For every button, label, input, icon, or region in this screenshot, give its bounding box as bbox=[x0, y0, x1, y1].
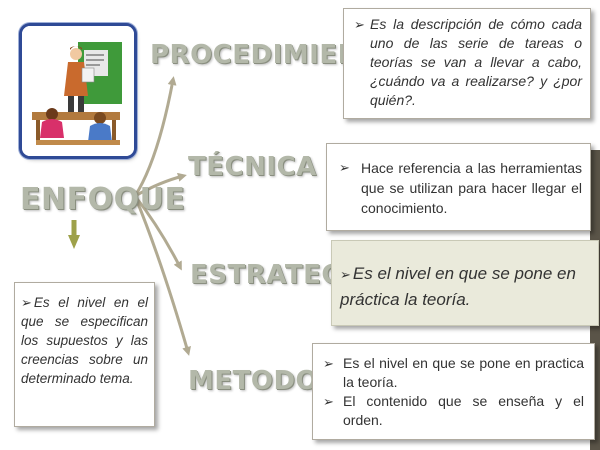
enfoque-description-box: ➢Es el nivel en el que se especifican lo… bbox=[14, 282, 155, 427]
procedimiento-bullet-row: ➢ Es la descripción de cómo cada uno de … bbox=[354, 15, 582, 110]
procedimiento-text: Es la descripción de cómo cada uno de la… bbox=[370, 16, 582, 108]
arrow-to-procedimiento bbox=[133, 76, 177, 197]
arrow-bullet-icon: ➢ bbox=[339, 160, 350, 175]
teacher-classroom-picture bbox=[22, 26, 134, 156]
estrategia-description-box: ➢Es el nivel en que se pone en práctica … bbox=[331, 240, 599, 326]
tecnica-description-box: ➢ Hace referencia a las herramientas que… bbox=[326, 143, 591, 231]
teacher-classroom-illustration-icon bbox=[22, 26, 134, 156]
arrow-to-estrategia bbox=[133, 195, 182, 271]
metodo-description-box: ➢ Es el nivel en que se pone en practica… bbox=[312, 343, 595, 440]
right-edge-strip bbox=[590, 0, 600, 450]
heading-tecnica: TÉCNICA bbox=[188, 152, 317, 182]
metodo-item-1: ➢ Es el nivel en que se pone en practica… bbox=[323, 354, 584, 392]
metodo-text-2: El contenido que se enseña y el orden. bbox=[343, 393, 584, 428]
arrow-bullet-icon: ➢ bbox=[340, 267, 351, 282]
arrow-bullet-icon: ➢ bbox=[21, 295, 32, 310]
heading-metodo: METODO bbox=[188, 366, 319, 396]
tecnica-text: Hace referencia a las herramientas que s… bbox=[361, 160, 582, 216]
arrow-bullet-icon: ➢ bbox=[354, 17, 365, 32]
arrow-to-tecnica bbox=[134, 172, 187, 198]
arrow-to-metodo bbox=[133, 195, 191, 356]
tecnica-bullet-row: ➢ Hace referencia a las herramientas que… bbox=[339, 158, 582, 218]
estrategia-paragraph: ➢Es el nivel en que se pone en práctica … bbox=[340, 261, 590, 312]
metodo-text-1: Es el nivel en que se pone en practica l… bbox=[343, 355, 584, 390]
enfoque-text: Es el nivel en el que se especifican los… bbox=[21, 295, 148, 386]
metodo-item-2: ➢ El contenido que se enseña y el orden. bbox=[323, 392, 584, 430]
right-edge-strip-top bbox=[590, 0, 600, 150]
arrow-bullet-icon: ➢ bbox=[323, 394, 334, 409]
enfoque-paragraph: ➢Es el nivel en el que se especifican lo… bbox=[21, 293, 148, 388]
procedimiento-description-box: ➢ Es la descripción de cómo cada uno de … bbox=[343, 8, 591, 119]
arrow-bullet-icon: ➢ bbox=[323, 356, 334, 371]
estrategia-text: Es el nivel en que se pone en práctica l… bbox=[340, 264, 576, 309]
heading-enfoque: ENFOQUE bbox=[20, 182, 186, 217]
